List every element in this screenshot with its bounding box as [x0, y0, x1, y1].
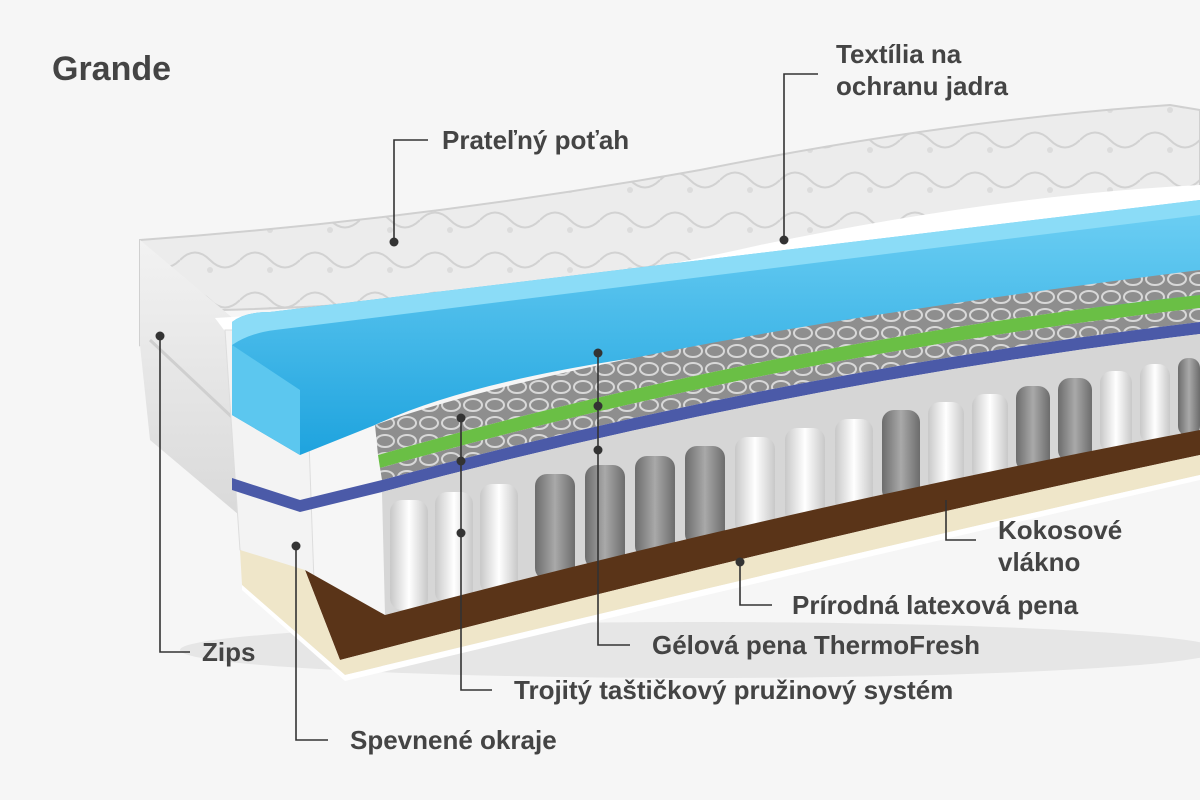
leader-lines: [155, 73, 976, 741]
label-core-protection-textile: Textília na ochranu jadra: [836, 38, 1008, 102]
label-core-protection-textile-line2: ochranu jadra: [836, 71, 1008, 101]
label-core-protection-textile-line1: Textília na: [836, 39, 962, 69]
label-triple-pocket-spring: Trojitý taštičkový pružinový systém: [514, 675, 954, 705]
label-reinforced-edges: Spevnené okraje: [350, 725, 557, 755]
label-zipper: Zips: [202, 637, 256, 667]
pocket-springs: [390, 358, 1200, 610]
label-coconut-fiber-line1: Kokosové: [998, 515, 1123, 545]
label-coconut-fiber: Kokosové vlákno: [998, 514, 1122, 578]
label-friendly-cover: Prateľný poťah: [442, 125, 630, 155]
label-natural-latex-foam: Prírodná latexová pena: [792, 590, 1079, 620]
label-coconut-fiber-line2: vlákno: [998, 547, 1081, 577]
product-title: Grande: [52, 50, 172, 88]
label-gel-foam: Gélová pena ThermoFresh: [652, 630, 980, 660]
mattress-illustration: [139, 103, 1200, 681]
